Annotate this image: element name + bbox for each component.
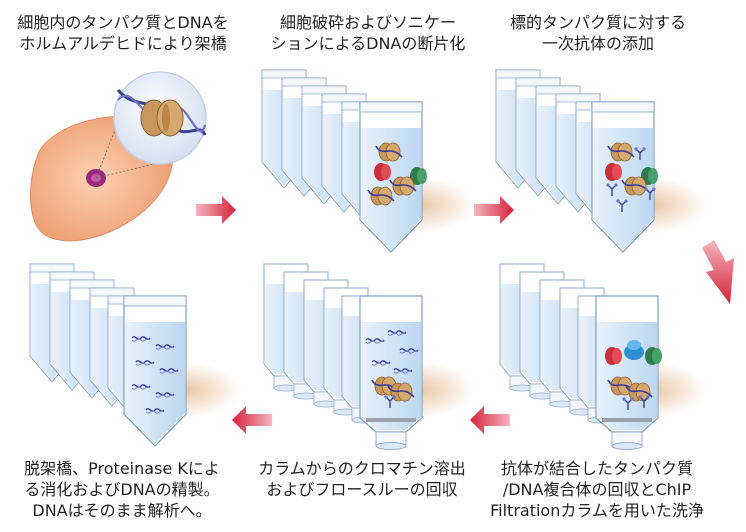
step4-columns — [499, 263, 707, 451]
step2-tubes — [261, 69, 475, 253]
step5-label: カラムからのクロマチン溶出 およびフロースルーの回収 — [258, 459, 466, 499]
step1-label: 細胞内のタンパク質とDNAを ホルムアルデヒドにより架橋 — [17, 13, 229, 53]
step3-label: 標的タンパク質に対する 一次抗体の添加 — [509, 13, 686, 53]
arrow-step3-to-step4 — [702, 240, 734, 304]
step5-columns — [263, 263, 475, 451]
step3-tubes — [495, 69, 707, 253]
arrow-step5-to-step6 — [232, 406, 272, 434]
arrow-step1-to-step2 — [196, 196, 236, 224]
step6-label: 脱架橋、Proteinase Kによ る消化およびDNAの精製。 DNAはそのま… — [24, 459, 220, 520]
step4-label: 抗体が結合したタンパク質 /DNA複合体の回収とChIP Filtrationカ… — [490, 459, 704, 520]
step6-tubes — [29, 263, 241, 447]
step2-label: 細胞破砕およびソニケー ションによるDNAの断片化 — [270, 13, 466, 53]
arrow-step2-to-step3 — [474, 196, 514, 224]
step1-cell-illustration — [30, 71, 207, 242]
arrow-step4-to-step5 — [470, 406, 510, 434]
